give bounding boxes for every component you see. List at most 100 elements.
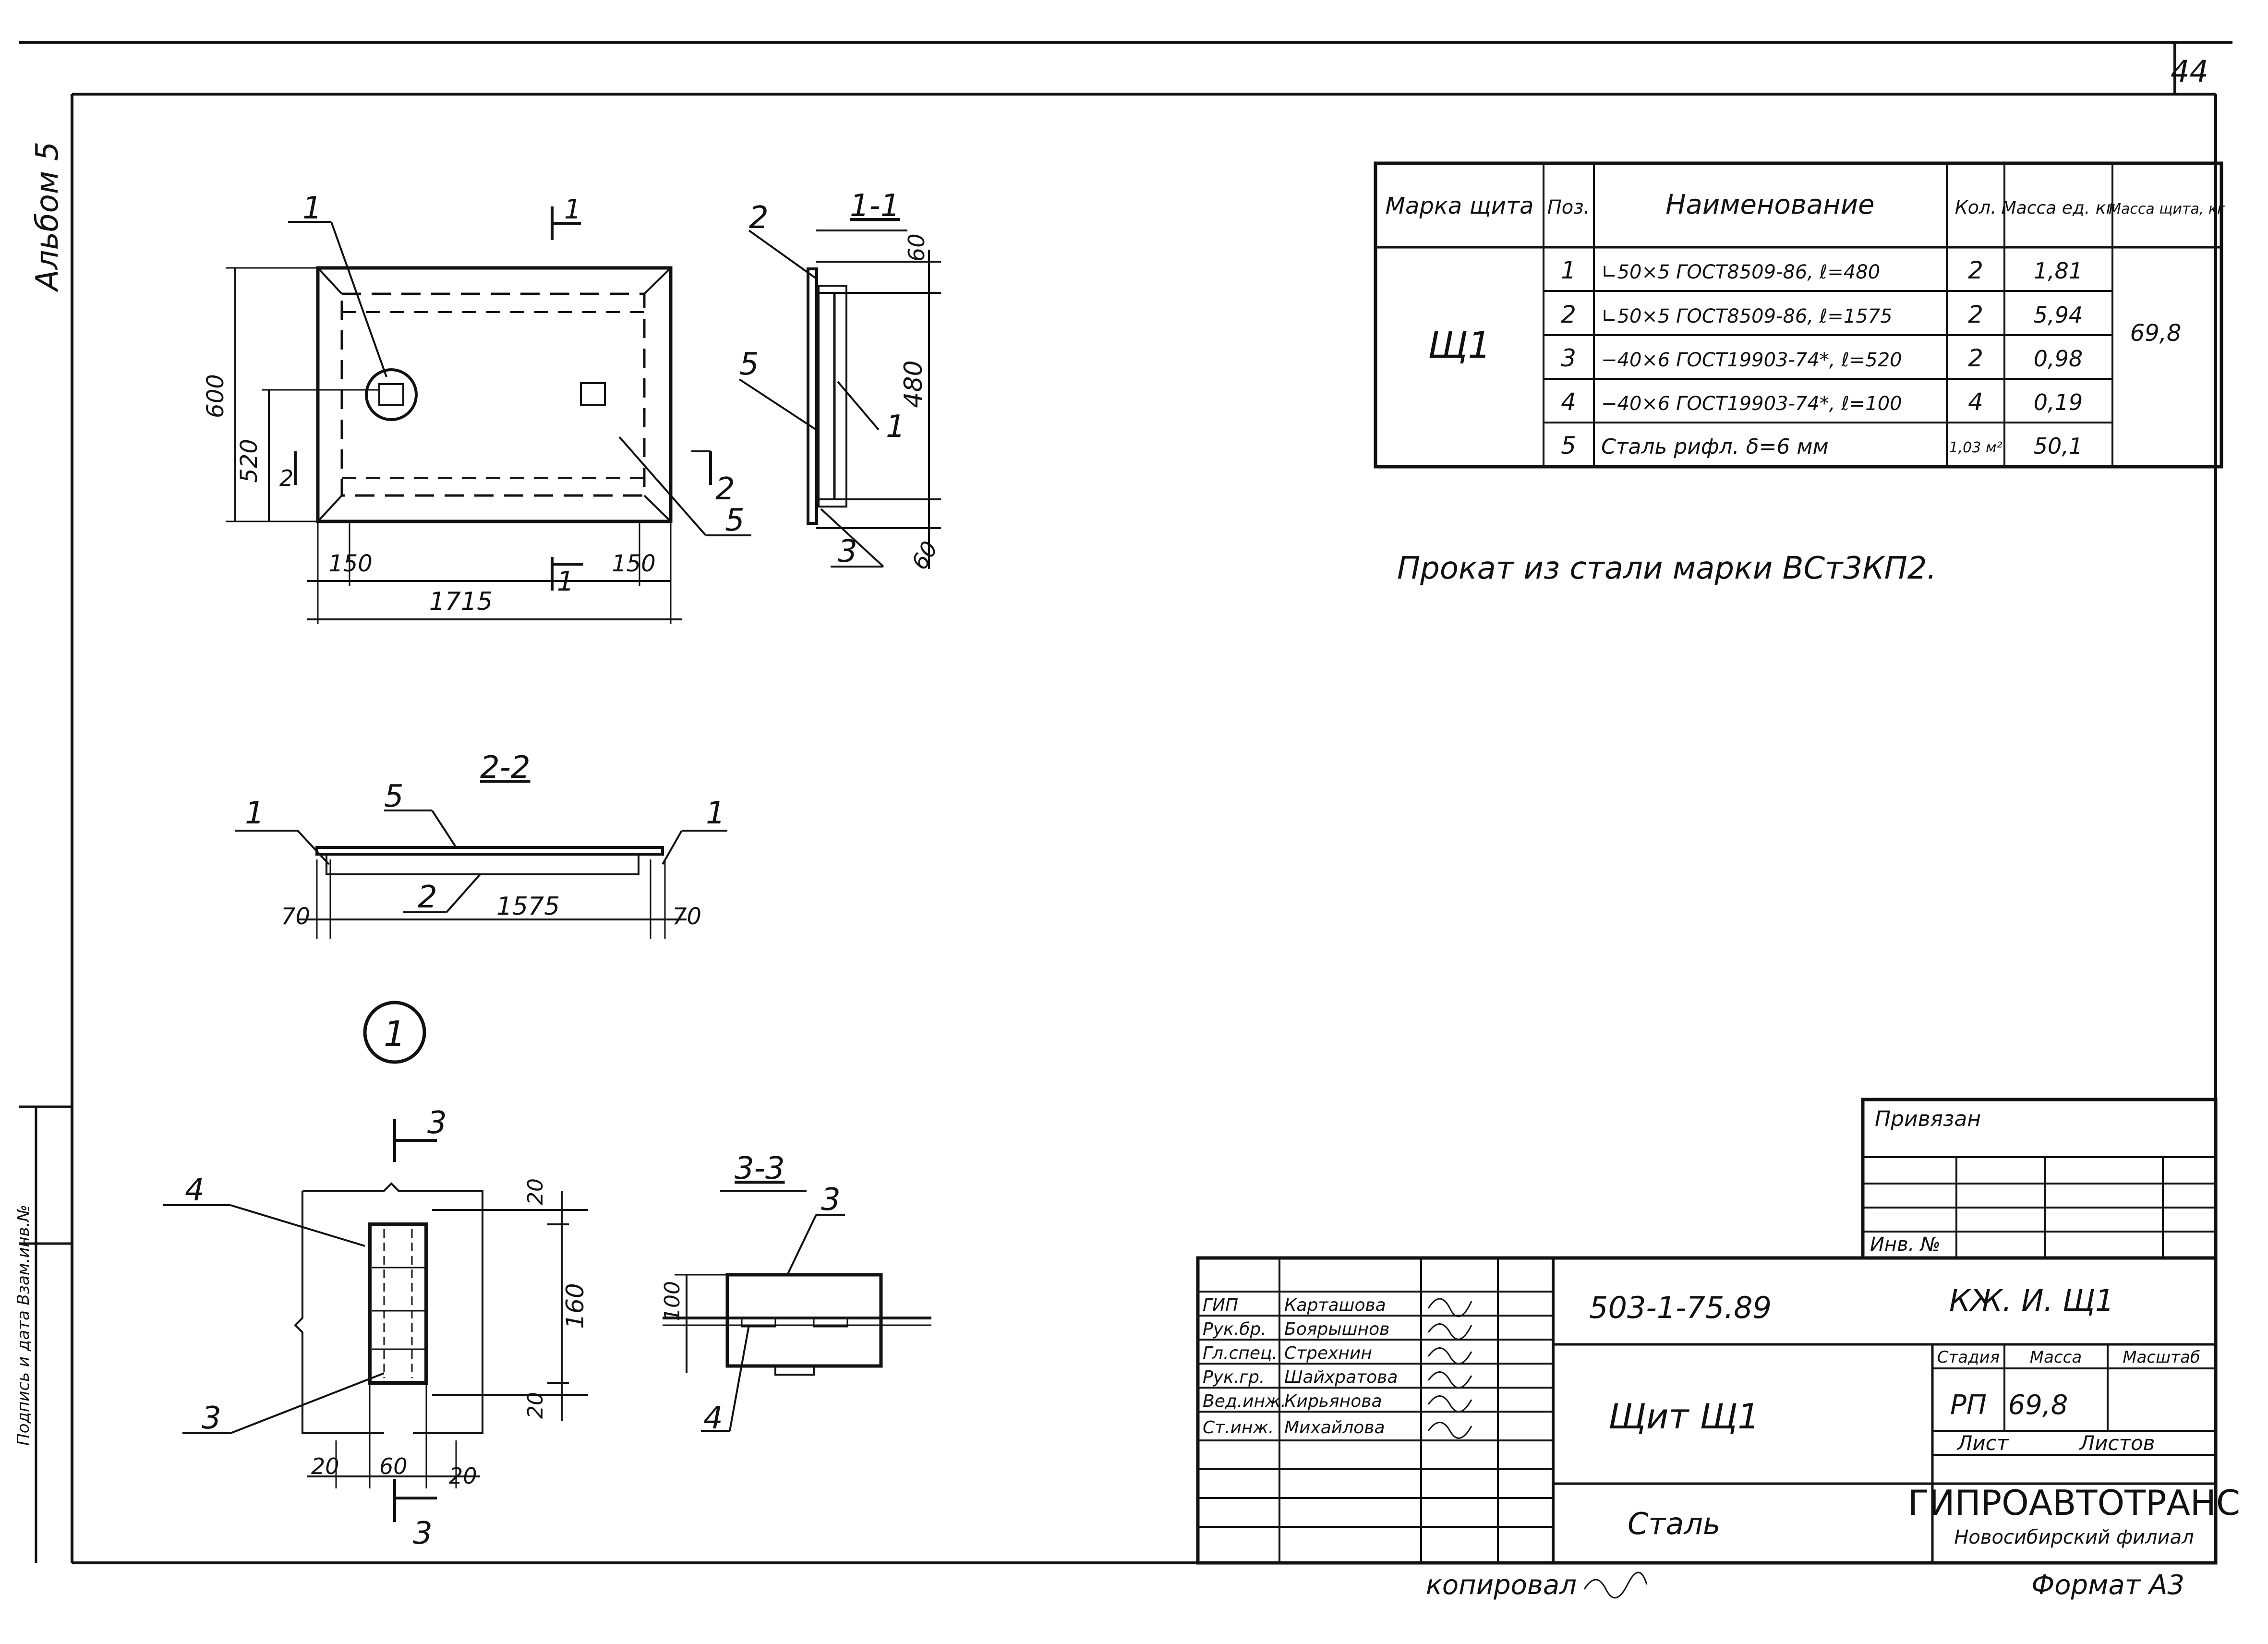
spec-table-body: Щ1 69,8 1 ∟50×5 ГОСТ8509-86, ℓ=480 2 1,8… xyxy=(1428,256,2181,459)
s22-callout-1-left: 1 xyxy=(245,796,265,831)
node-1-marker: 1 xyxy=(363,1001,426,1064)
sheet-frame xyxy=(19,41,2232,1564)
node-dim-h: 160 xyxy=(561,1283,589,1329)
side-strip xyxy=(19,1105,72,1563)
name-ruk-gr: Шайхратова xyxy=(1284,1367,1398,1387)
copier-signature xyxy=(1583,1571,1648,1599)
name-st-inzh: Михайлова xyxy=(1284,1418,1385,1438)
sheet-title: Щит Щ1 xyxy=(1608,1396,1760,1437)
spec-row-4-pos: 4 xyxy=(1561,388,1576,416)
plan-callout-1-top: 1 xyxy=(564,194,581,225)
s33-callout-3: 3 xyxy=(821,1182,841,1218)
section-3-3 xyxy=(663,1190,931,1432)
spec-header-shield-mass: Масса щита, кг xyxy=(2109,201,2225,218)
sheet-number: 44 xyxy=(2171,54,2208,89)
node-1-detail xyxy=(163,1119,588,1522)
s11-callout-1: 1 xyxy=(886,409,905,445)
signatures xyxy=(1427,1298,1472,1439)
role-gl-spec: Гл.спец. xyxy=(1203,1343,1278,1363)
node-dim-bl: 20 xyxy=(311,1453,339,1479)
drawing-code: 503-1-75.89 xyxy=(1589,1290,1772,1325)
spec-row-2-pos: 2 xyxy=(1561,301,1576,328)
role-gip: ГИП xyxy=(1203,1295,1238,1315)
name-gl-spec: Стрехнин xyxy=(1284,1343,1372,1363)
node-callout-3-top: 3 xyxy=(427,1105,447,1141)
sheet-header: Лист xyxy=(1956,1431,2009,1455)
spec-shield-mass: 69,8 xyxy=(2130,320,2182,347)
steel-note: Прокат из стали марки ВСт3КП2. xyxy=(1397,551,1937,586)
name-ruk-br: Боярышнов xyxy=(1284,1319,1389,1339)
node-dim-b: 20 xyxy=(523,1392,548,1419)
title-block xyxy=(1196,1098,2218,1565)
s11-callout-5: 5 xyxy=(739,347,759,382)
spec-table xyxy=(1374,161,2223,469)
node-callout-4: 4 xyxy=(185,1173,205,1208)
node-1-marker-circle xyxy=(365,368,418,421)
album-label: Альбом 5 xyxy=(30,142,65,292)
spec-row-5-name: Сталь рифл. δ=6 мм xyxy=(1601,435,1829,459)
stage-header: Стадия xyxy=(1937,1348,2000,1367)
section-3-3-labels: 100 3 4 xyxy=(660,1182,841,1436)
role-ruk-gr: Рук.гр. xyxy=(1203,1367,1265,1387)
section-2-2 xyxy=(235,810,727,939)
spec-header-qty: Кол. xyxy=(1955,197,1997,218)
doc-code: КЖ. И. Щ1 xyxy=(1949,1283,2114,1318)
section-2-2-title: 2-2 xyxy=(480,750,531,786)
s22-callout-5: 5 xyxy=(384,779,404,814)
role-ved-inzh: Вед.инж. xyxy=(1203,1391,1286,1411)
inv-no-label: Инв. № xyxy=(1870,1233,1941,1256)
node-callout-3-bottom: 3 xyxy=(413,1516,433,1551)
plan-callout-2-left: 2 xyxy=(279,465,293,491)
organization: ГИПРОАВТОТРАНС xyxy=(1908,1483,2240,1523)
s11-dim-bot: 60 xyxy=(906,537,943,574)
plan-callout-2-right: 2 xyxy=(715,471,735,507)
spec-row-3-qty: 2 xyxy=(1968,344,1983,372)
spec-row-3-mass: 0,98 xyxy=(2034,346,2083,372)
s22-callout-1-right: 1 xyxy=(706,796,725,831)
spec-row-1-mass: 1,81 xyxy=(2034,258,2083,284)
spec-table-headers: Марка щита Поз. Наименование Кол. Масса … xyxy=(1386,189,2225,220)
s11-dim-top: 60 xyxy=(904,233,929,262)
title-block-text: Привязан Инв. № 503-1-75.89 КЖ. И. Щ1 Щи… xyxy=(1203,1107,2240,1548)
plan-dim-inner-h: 520 xyxy=(236,439,263,483)
spec-header-pos: Поз. xyxy=(1547,196,1590,218)
section-2-2-labels: 70 1575 70 1 5 1 2 xyxy=(245,779,725,930)
plan-dim-height: 600 xyxy=(202,374,229,418)
s33-callout-4: 4 xyxy=(703,1401,723,1436)
section-3-3-title: 3-3 xyxy=(735,1151,785,1186)
plan-dim-labels: 600 520 150 150 1715 1 5 2 2 1 1 xyxy=(202,191,745,616)
mass-header: Масса xyxy=(2030,1348,2082,1367)
spec-row-1-name: ∟50×5 ГОСТ8509-86, ℓ=480 xyxy=(1601,261,1880,283)
plan-dim-left-off: 150 xyxy=(328,550,373,577)
plan-view xyxy=(226,206,751,624)
spec-mark: Щ1 xyxy=(1428,324,1491,366)
section-1-1-labels: 60 480 60 2 5 1 3 xyxy=(739,200,943,574)
s22-dim-mid: 1575 xyxy=(496,892,560,921)
role-st-inzh: Ст.инж. xyxy=(1203,1418,1274,1438)
node-dim-br: 20 xyxy=(449,1463,477,1489)
s33-dim-h: 100 xyxy=(660,1281,685,1321)
s11-callout-2: 2 xyxy=(749,200,769,236)
stage-value: РП xyxy=(1950,1390,1987,1421)
mass-value: 69,8 xyxy=(2008,1390,2068,1421)
material: Сталь xyxy=(1628,1506,1721,1541)
spec-row-5-mass: 50,1 xyxy=(2034,433,2083,459)
spec-row-1-qty: 2 xyxy=(1968,256,1983,284)
side-strip-label: Подпись и дата Взам.инв.№ xyxy=(14,1205,33,1446)
sheets-header: Листов xyxy=(2079,1431,2155,1455)
plan-dim-right-off: 150 xyxy=(612,550,656,577)
format-label: Формат А3 xyxy=(2031,1570,2184,1601)
copied-label: копировал xyxy=(1426,1570,1577,1601)
name-gip: Карташова xyxy=(1284,1295,1386,1315)
node-1-labels: 20 160 20 20 60 20 4 3 3 3 xyxy=(185,1105,589,1551)
plan-dim-width: 1715 xyxy=(429,587,493,616)
plan-callout-1-bottom: 1 xyxy=(557,566,574,597)
spec-row-2-mass: 5,94 xyxy=(2034,302,2083,328)
spec-row-5-pos: 5 xyxy=(1561,432,1576,459)
spec-row-5-qty: 1,03 м² xyxy=(1949,439,2003,456)
s22-dim-right: 70 xyxy=(672,903,701,930)
section-1-1-title: 1-1 xyxy=(850,188,900,224)
node-1-label: 1 xyxy=(384,1014,406,1054)
name-ved-inzh: Кирьянова xyxy=(1284,1391,1382,1411)
